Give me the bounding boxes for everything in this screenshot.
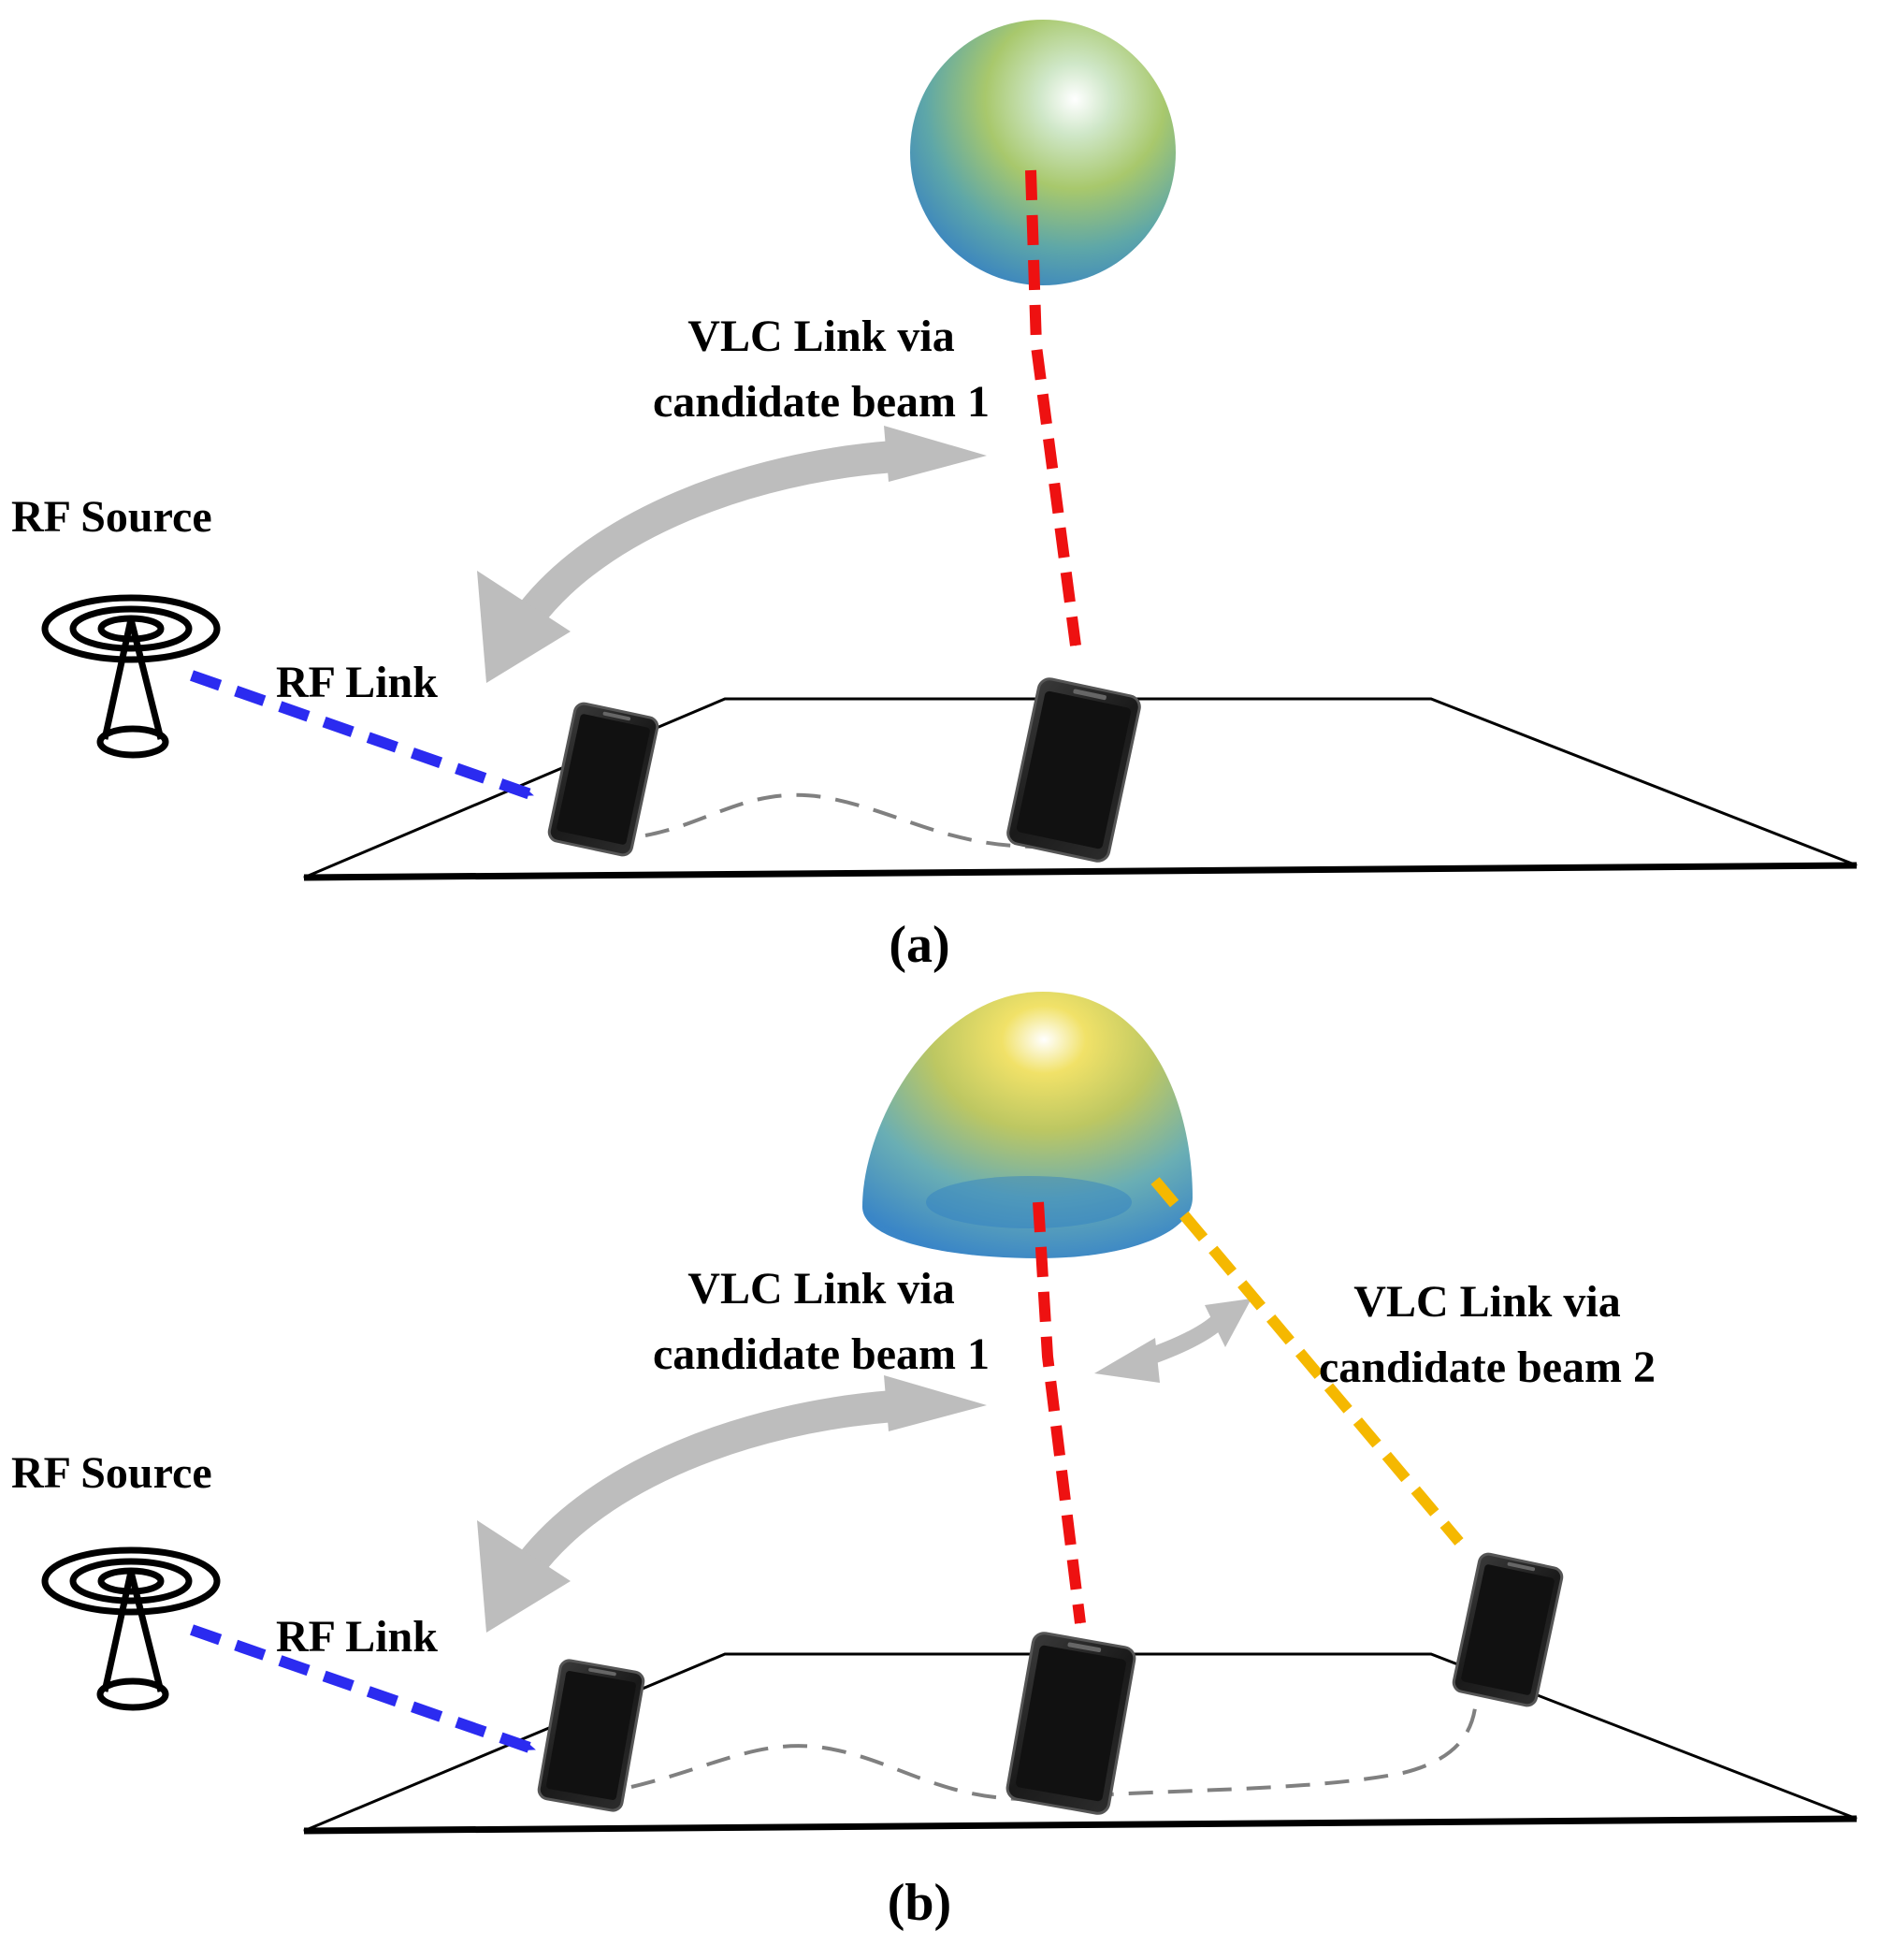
- rf-link-label: RF Link: [276, 1612, 438, 1662]
- double-arrow-icon: [477, 1375, 987, 1633]
- vlc-beam2-label-line1: VLC Link via: [1353, 1277, 1620, 1327]
- phone-icon: [537, 1659, 645, 1812]
- vlc-beam1-label-line2: candidate beam 1: [653, 1329, 990, 1379]
- rf-link-arrow: [190, 1624, 537, 1755]
- user-trajectory: [630, 1700, 1478, 1801]
- rf-link-arrow: [190, 670, 535, 801]
- phone-icon: [1006, 677, 1141, 863]
- vlc-beam2-arrow: [1150, 1177, 1464, 1546]
- panel-caption: (a): [889, 916, 949, 974]
- antenna-icon: [41, 1546, 221, 1711]
- panel-b: RF Source RF Link VLC Link via candidate…: [11, 992, 1858, 1932]
- rf-source-label: RF Source: [11, 1448, 212, 1498]
- led-radiation-pattern-icon: [910, 20, 1176, 285]
- vlc-beam1-label-line1: VLC Link via: [687, 1264, 954, 1314]
- rf-link-label: RF Link: [276, 658, 438, 707]
- vlc-beam1-label-line2: candidate beam 1: [653, 377, 990, 427]
- phone-icon: [1005, 1632, 1136, 1815]
- antenna-icon: [41, 594, 221, 759]
- vlc-beam1-arrow: [1025, 169, 1081, 646]
- double-arrow-icon: [1094, 1299, 1251, 1383]
- phone-icon: [1452, 1552, 1564, 1707]
- vlc-beam1-arrow: [1033, 1201, 1086, 1624]
- double-arrow-icon: [477, 426, 987, 683]
- panel-caption: (b): [888, 1874, 951, 1932]
- led-radiation-pattern-icon: [862, 992, 1193, 1258]
- rf-source-label: RF Source: [11, 492, 212, 542]
- vlc-beam2-label-line2: candidate beam 2: [1319, 1343, 1656, 1392]
- user-trajectory: [644, 792, 1039, 849]
- floor-front-edge: [303, 862, 1858, 881]
- panel-a: RF Source RF Link VLC Link via candidate…: [11, 20, 1858, 974]
- phone-icon: [547, 702, 659, 857]
- floor-front-edge: [303, 1815, 1858, 1835]
- vlc-beam1-label-line1: VLC Link via: [687, 312, 954, 361]
